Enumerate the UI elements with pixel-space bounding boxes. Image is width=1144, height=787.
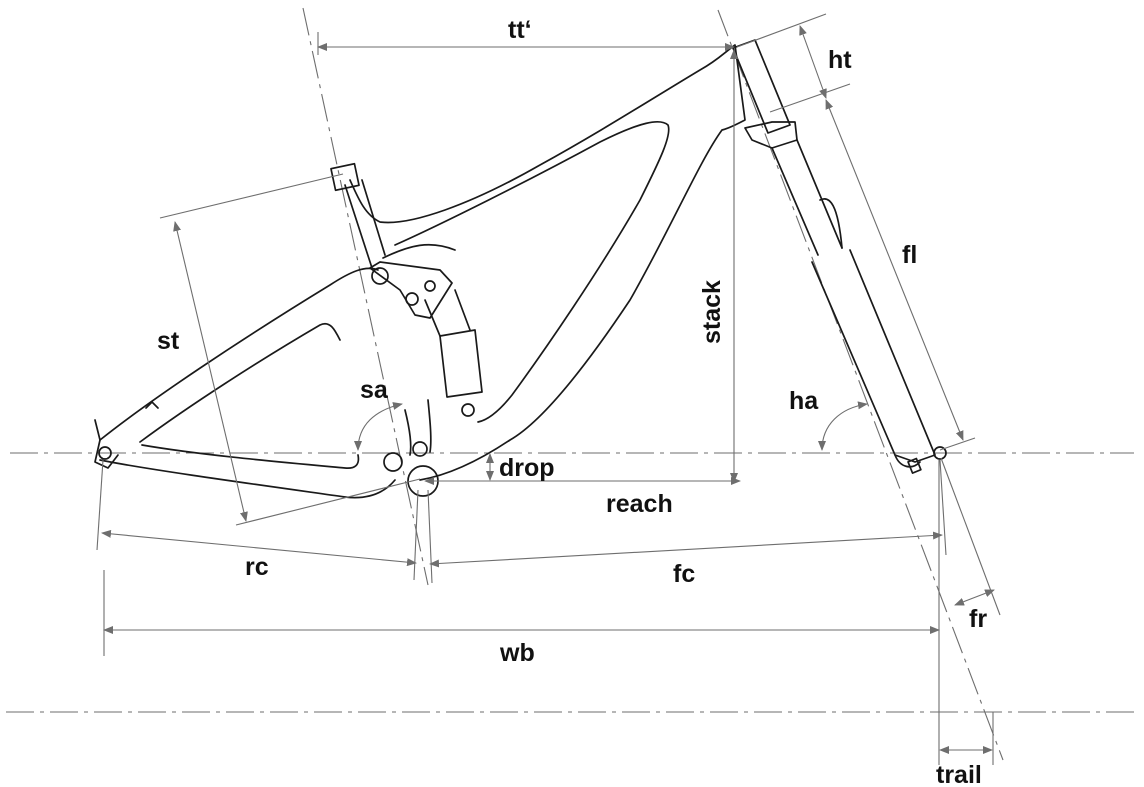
fl-extension-bottom	[939, 437, 976, 451]
rc-extension-left	[96, 459, 104, 551]
ht-extension-top	[736, 13, 827, 48]
shock-mount	[461, 403, 475, 417]
head-tube	[732, 39, 791, 134]
rocker-pivot-3	[424, 280, 436, 292]
label-trail: trail	[936, 761, 982, 787]
label-tt: tt‘	[508, 16, 532, 44]
label-rc: rc	[245, 553, 269, 581]
label-reach: reach	[606, 490, 673, 518]
dimension-lines	[96, 13, 1001, 765]
fork-lower-leg	[811, 249, 936, 463]
fc-extension-right	[939, 459, 947, 556]
chainstay-pivot	[383, 452, 403, 472]
fc-extension-left	[427, 489, 433, 584]
fork-upper-leg	[771, 139, 843, 256]
rc-dimension	[101, 529, 417, 567]
seat-collar	[330, 162, 360, 192]
lower-link	[404, 399, 432, 456]
st-extension-bottom	[235, 478, 421, 526]
fr-offset-line	[940, 457, 1001, 616]
seat-tube-axis	[302, 7, 429, 586]
label-fc: fc	[673, 560, 695, 588]
fc-dimension	[429, 531, 943, 568]
top-tube-lower	[382, 243, 456, 259]
bike-frame	[94, 39, 947, 499]
ht-dimension	[799, 25, 827, 99]
dimension-labels: tt‘ ht fl stack st sa ha drop reach rc f…	[157, 16, 987, 787]
fork-axle-cap	[907, 457, 922, 474]
main-frame-outline	[349, 44, 746, 481]
st-extension-top	[159, 173, 344, 219]
label-ha: ha	[789, 387, 819, 415]
rocker-pivot-1	[371, 267, 389, 285]
fr-dimension	[954, 589, 995, 606]
rocker-link	[369, 261, 453, 319]
front-axle	[933, 446, 947, 460]
fl-dimension	[825, 99, 964, 441]
label-wb: wb	[499, 639, 535, 667]
label-fl: fl	[902, 241, 917, 269]
rear-axle	[98, 446, 112, 460]
label-fr: fr	[969, 605, 987, 633]
label-stack: stack	[698, 280, 726, 344]
steering-axis	[717, 9, 1004, 761]
chain-stay-inner	[141, 444, 360, 469]
label-ht: ht	[828, 46, 852, 74]
rear-shock-body	[439, 329, 483, 398]
ha-arc	[818, 401, 868, 451]
sa-arc	[354, 402, 403, 451]
ht-extension-bottom	[769, 83, 851, 113]
rocker-pivot-2	[405, 292, 419, 306]
label-sa: sa	[360, 376, 389, 404]
label-drop: drop	[499, 454, 555, 482]
seat-stay	[99, 267, 379, 441]
seat-tube	[344, 179, 386, 269]
chain-stay	[99, 459, 396, 499]
front-triangle-window	[394, 121, 670, 423]
st-dimension	[173, 221, 248, 522]
rear-dropout-tab	[145, 401, 159, 409]
rear-shock-shaft	[424, 289, 471, 337]
lower-pivot	[412, 441, 428, 457]
label-st: st	[157, 327, 180, 355]
rear-dropout	[94, 419, 119, 469]
